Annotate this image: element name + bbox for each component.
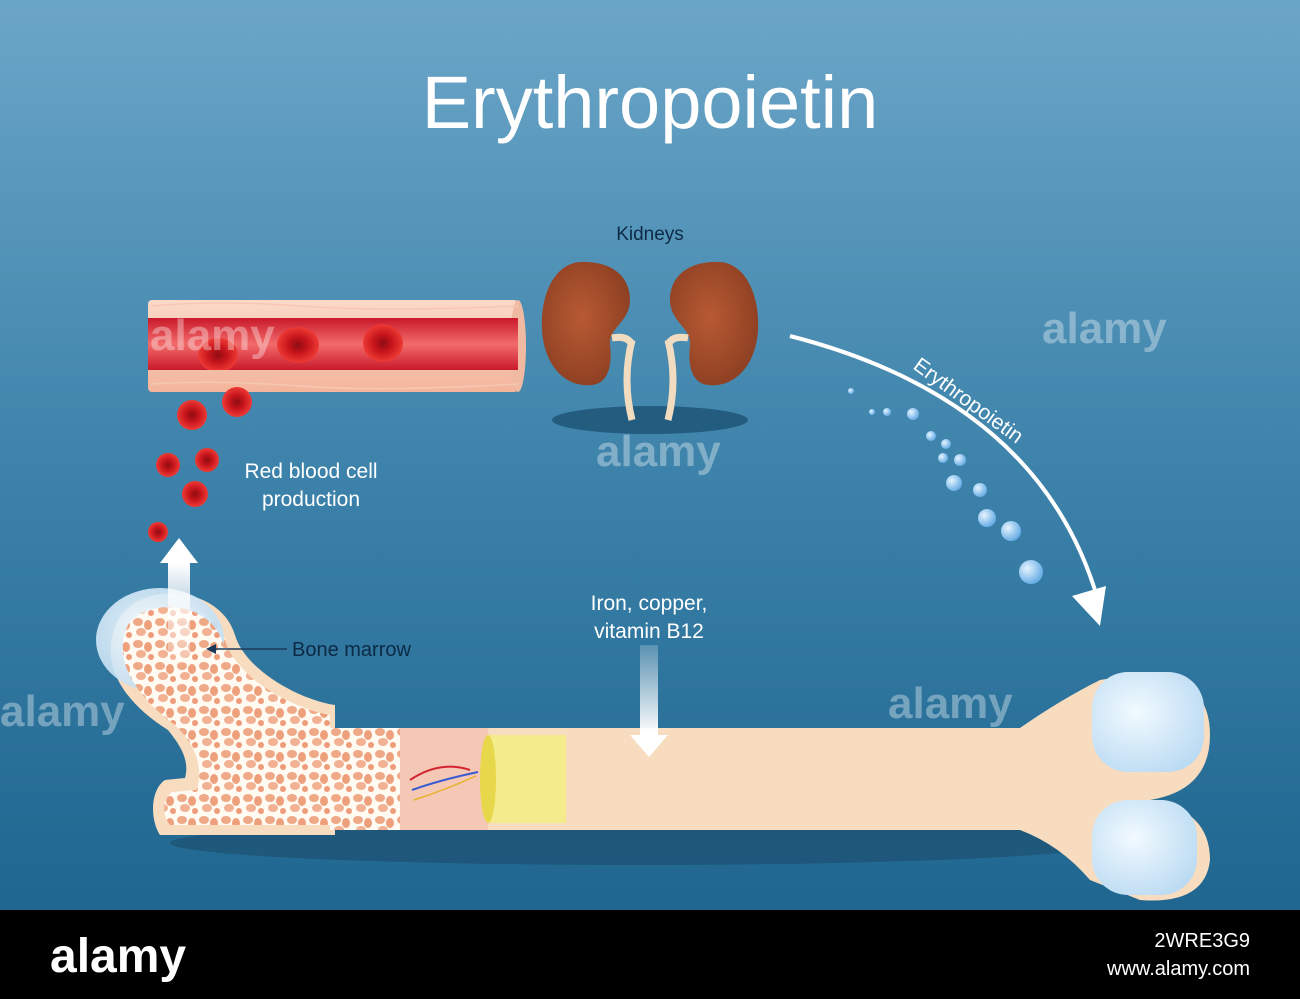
bone-marrow-label: Bone marrow (292, 639, 411, 661)
rbc-production-label-line2: production (262, 488, 360, 511)
nutrients-arrow (630, 645, 668, 757)
footer-logo: alamy (50, 930, 186, 983)
nutrients-label-line1: Iron, copper, (591, 592, 708, 615)
watermark-text: alamy (596, 427, 721, 476)
red-blood-cells-released (148, 387, 252, 542)
site-url: www.alamy.com (1106, 958, 1250, 980)
red-blood-cell (198, 338, 238, 370)
watermark-text: alamy (150, 311, 275, 360)
watermark-text: alamy (0, 687, 125, 736)
kidneys-illustration (541, 261, 759, 434)
red-blood-cell (363, 324, 403, 362)
kidneys-label: Kidneys (616, 224, 684, 245)
rbc-release-arrow (160, 538, 198, 663)
nutrients-label-line2: vitamin B12 (594, 620, 704, 643)
erythropoietin-arrow (789, 334, 1106, 626)
red-blood-cell (277, 327, 319, 363)
bone-marrow-pointer (206, 644, 287, 654)
femur-bone (96, 588, 1210, 901)
watermark-text: alamy (1042, 304, 1167, 353)
watermarks: alamy alamy alamy alamy alamy (0, 304, 1167, 736)
image-id: 2WRE3G9 (1154, 930, 1250, 952)
watermark-text: alamy (888, 679, 1013, 728)
erythropoietin-molecules (848, 388, 1043, 584)
rbc-production-label-line1: Red blood cell (244, 460, 377, 483)
page-title: Erythropoietin (422, 61, 879, 144)
blood-vessel (148, 300, 526, 392)
footer-bar (0, 910, 1300, 999)
